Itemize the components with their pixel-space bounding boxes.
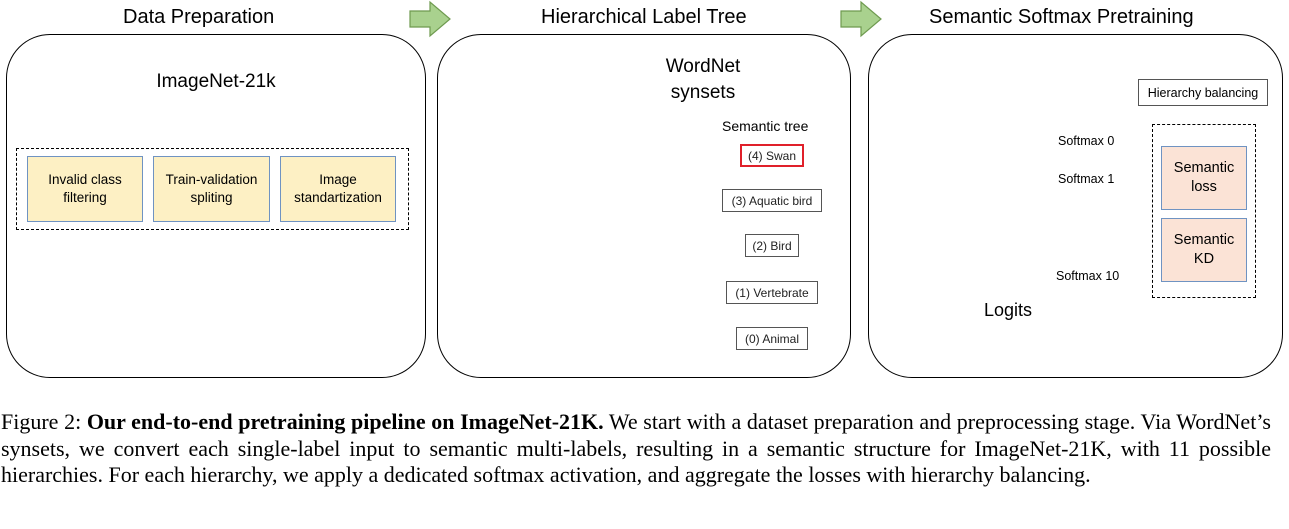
tree-node-animal: (0) Animal <box>736 327 808 350</box>
tree-node-vertebrate: (1) Vertebrate <box>726 281 818 304</box>
figure-caption: Figure 2: Our end-to-end pretraining pip… <box>1 409 1271 489</box>
preprocessing-group <box>16 148 409 230</box>
logits-label: Logits <box>984 300 1033 320</box>
stage-arrow-1 <box>409 0 451 38</box>
semantic-loss-box: Semantic loss <box>1161 146 1247 210</box>
stage-arrow-2 <box>840 0 882 38</box>
tree-node-aquatic-bird: (3) Aquatic bird <box>722 189 822 212</box>
step-train-validation-split: Train-validation spliting <box>153 156 270 222</box>
label-tree-title: Hierarchical Label Tree <box>541 6 747 28</box>
softmax-10-label: Softmax 10 <box>1056 269 1120 283</box>
semantic-tree-title: Semantic tree <box>722 118 809 134</box>
database-label: ImageNet-21k <box>156 71 276 92</box>
pretraining-title: Semantic Softmax Pretraining <box>929 6 1194 28</box>
tree-node-swan: (4) Swan <box>740 144 804 167</box>
step-image-standartization: Image standartization <box>280 156 396 222</box>
caption-bold: Our end-to-end pretraining pipeline on I… <box>86 409 604 434</box>
softmax-1-label: Softmax 1 <box>1058 172 1115 186</box>
data-preparation-title: Data Preparation <box>123 6 275 28</box>
hierarchy-balancing-box: Hierarchy balancing <box>1138 79 1268 106</box>
cnn-label: CNN <box>911 198 954 219</box>
caption-text: We start with a dataset preparation and … <box>1 409 1271 487</box>
caption-prefix: Figure 2: <box>1 409 87 434</box>
semantic-kd-box: Semantic KD <box>1161 218 1247 282</box>
tree-node-bird: (2) Bird <box>745 234 799 257</box>
softmax-0-label: Softmax 0 <box>1058 134 1115 148</box>
step-invalid-class-filtering: Invalid class filtering <box>27 156 143 222</box>
wordnet-synsets-label: WordNet synsets <box>665 56 741 103</box>
loss-group <box>1152 124 1256 298</box>
